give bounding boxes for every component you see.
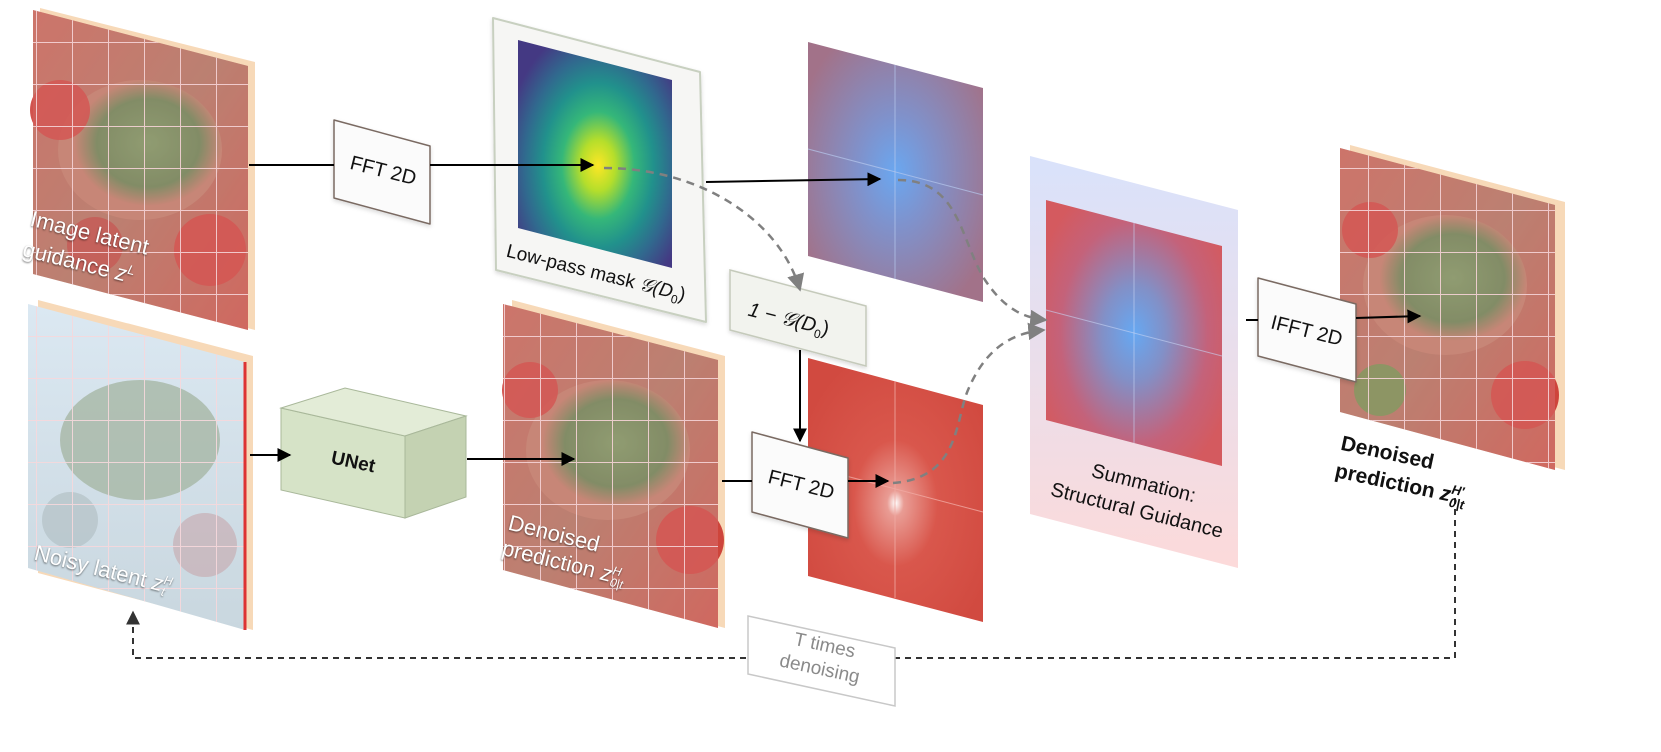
arrow-ifft-to-output bbox=[1355, 309, 1422, 324]
noisy-latent-panel bbox=[28, 300, 253, 630]
low-frequency-spectrum bbox=[807, 42, 984, 302]
loop-label-box bbox=[747, 615, 896, 707]
ifft-2d-box bbox=[1257, 277, 1357, 383]
denoised-out-sub: 0|t bbox=[1447, 495, 1466, 513]
output-denoised-panel bbox=[1340, 145, 1565, 470]
dashed-arrow-loop bbox=[126, 498, 1456, 659]
fft-2d-box-bottom bbox=[751, 431, 849, 539]
dashed-arrow-blue-to-sum bbox=[897, 178, 1048, 328]
fft-2d-box-top bbox=[333, 119, 431, 225]
image-latent-sup: L bbox=[126, 261, 137, 279]
dashed-arrow-red-to-sum bbox=[892, 322, 1046, 485]
high-pass-mask-card bbox=[729, 269, 867, 367]
denoised-mid-sub: 0|t bbox=[608, 575, 625, 593]
low-pass-mask-card bbox=[492, 17, 707, 323]
dashed-arrow-mask-to-highpass bbox=[603, 166, 805, 292]
summation-card bbox=[1030, 156, 1238, 568]
denoised-prediction-panel bbox=[502, 300, 725, 628]
low-pass-mask-heatmap bbox=[518, 40, 672, 268]
image-latent-guidance-panel bbox=[30, 8, 255, 330]
low-pass-mask-math: 𝒢(D bbox=[637, 274, 676, 303]
unet-block bbox=[279, 387, 468, 519]
arrow-mask-to-spectrum bbox=[705, 172, 882, 187]
